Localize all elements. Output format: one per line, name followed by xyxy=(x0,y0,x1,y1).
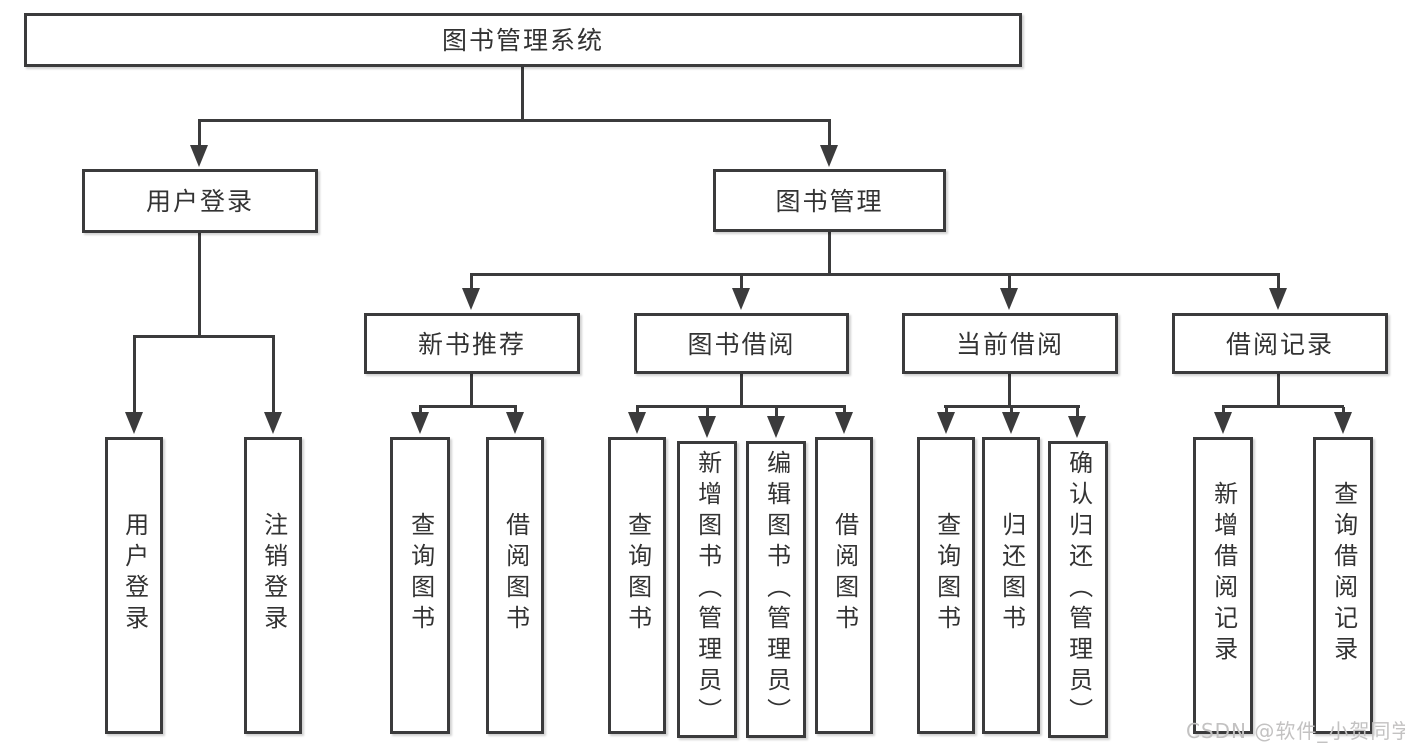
connector-arrowhead-icon xyxy=(698,416,716,438)
node-query-borrow-record: 查询借阅记录 xyxy=(1313,437,1373,734)
node-label: 当前借阅 xyxy=(955,329,1064,359)
node-label: 查询借阅记录 xyxy=(1329,480,1358,667)
node-return-books: 归还图书 xyxy=(982,437,1040,734)
connector-arrow-shaft xyxy=(470,275,473,292)
connector-line xyxy=(198,119,831,122)
node-edit-books: 编辑图书（管理员） xyxy=(746,441,806,738)
connector-line xyxy=(944,405,1080,408)
node-label: 编辑图书（管理员） xyxy=(762,450,791,729)
connector-arrowhead-icon xyxy=(767,416,785,438)
connector-arrowhead-icon xyxy=(820,145,838,167)
connector-arrowhead-icon xyxy=(506,412,524,434)
connector-arrow-shaft xyxy=(514,407,517,416)
connector-line xyxy=(636,405,846,408)
connector-arrowhead-icon xyxy=(1214,412,1232,434)
node-login-action: 用户登录 xyxy=(105,437,163,734)
connector-arrowhead-icon xyxy=(264,412,282,434)
connector-arrow-shaft xyxy=(272,337,275,416)
node-borrow-books-1: 借阅图书 xyxy=(486,437,544,734)
connector-arrowhead-icon xyxy=(937,412,955,434)
node-book-borrow: 图书借阅 xyxy=(634,313,849,374)
connector-arrowhead-icon xyxy=(1269,288,1287,310)
connector-line xyxy=(828,232,831,275)
node-label: 查询图书 xyxy=(932,511,961,636)
connector-line xyxy=(1222,405,1344,408)
connector-arrow-shaft xyxy=(828,121,831,149)
connector-arrowhead-icon xyxy=(462,288,480,310)
connector-arrowhead-icon xyxy=(1000,288,1018,310)
connector-arrow-shaft xyxy=(1008,275,1011,292)
connector-arrow-shaft xyxy=(198,121,201,149)
connector-line xyxy=(419,405,517,408)
node-label: 注销登录 xyxy=(259,511,288,636)
node-label: 确认归还（管理员） xyxy=(1064,450,1093,729)
node-label: 图书管理系统 xyxy=(441,26,604,55)
connector-arrow-shaft xyxy=(133,337,136,416)
connector-arrowhead-icon xyxy=(190,145,208,167)
node-user-login: 用户登录 xyxy=(82,169,318,233)
connector-arrowhead-icon xyxy=(1334,412,1352,434)
node-label: 图书管理 xyxy=(775,186,884,216)
node-query-books-3: 查询图书 xyxy=(917,437,975,734)
connector-arrow-shaft xyxy=(945,407,948,416)
connector-arrowhead-icon xyxy=(411,412,429,434)
node-logout-action: 注销登录 xyxy=(244,437,302,734)
connector-arrowhead-icon xyxy=(125,412,143,434)
connector-line xyxy=(1008,374,1011,407)
node-borrow-records: 借阅记录 xyxy=(1172,313,1388,374)
connector-arrow-shaft xyxy=(1222,407,1225,416)
node-label: 新书推荐 xyxy=(417,329,526,359)
connector-arrow-shaft xyxy=(1277,275,1280,292)
node-label: 图书借阅 xyxy=(687,329,796,359)
node-book-mgmt: 图书管理 xyxy=(713,169,946,232)
connector-arrowhead-icon xyxy=(628,412,646,434)
node-confirm-return: 确认归还（管理员） xyxy=(1048,441,1108,738)
connector-arrow-shaft xyxy=(419,407,422,416)
connector-arrow-shaft xyxy=(740,275,743,292)
node-borrow-books-2: 借阅图书 xyxy=(815,437,873,734)
connector-line xyxy=(470,374,473,407)
node-add-books: 新增图书（管理员） xyxy=(677,441,737,738)
node-root: 图书管理系统 xyxy=(24,13,1022,67)
node-label: 用户登录 xyxy=(120,511,149,636)
connector-arrowhead-icon xyxy=(1068,416,1086,438)
connector-arrow-shaft xyxy=(843,407,846,416)
node-label: 借阅图书 xyxy=(501,511,530,636)
node-label: 归还图书 xyxy=(997,511,1026,636)
connector-arrow-shaft xyxy=(775,407,778,420)
node-label: 借阅记录 xyxy=(1225,329,1334,359)
connector-line xyxy=(198,233,201,337)
node-label: 查询图书 xyxy=(623,511,652,636)
node-label: 查询图书 xyxy=(406,511,435,636)
connector-line xyxy=(1277,374,1280,407)
node-label: 借阅图书 xyxy=(830,511,859,636)
connector-line xyxy=(470,273,1280,276)
connector-arrow-shaft xyxy=(636,407,639,416)
connector-arrowhead-icon xyxy=(1002,412,1020,434)
connector-arrowhead-icon xyxy=(732,288,750,310)
connector-arrow-shaft xyxy=(1076,407,1079,420)
connector-arrow-shaft xyxy=(1342,407,1345,416)
connector-arrowhead-icon xyxy=(835,412,853,434)
csdn-watermark: CSDN @软件_小贺同学 xyxy=(1186,719,1405,743)
connector-line xyxy=(740,374,743,407)
connector-line xyxy=(521,67,524,121)
node-query-books-2: 查询图书 xyxy=(608,437,666,734)
node-current-borrow: 当前借阅 xyxy=(902,313,1118,374)
node-label: 用户登录 xyxy=(145,187,254,216)
node-add-borrow-record: 新增借阅记录 xyxy=(1193,437,1253,734)
connector-line xyxy=(133,335,275,338)
node-query-books-1: 查询图书 xyxy=(390,437,450,734)
connector-arrow-shaft xyxy=(706,407,709,420)
node-label: 新增借阅记录 xyxy=(1209,480,1238,667)
node-new-book-rec: 新书推荐 xyxy=(364,313,580,374)
node-label: 新增图书（管理员） xyxy=(693,450,722,729)
connector-arrow-shaft xyxy=(1010,407,1013,416)
